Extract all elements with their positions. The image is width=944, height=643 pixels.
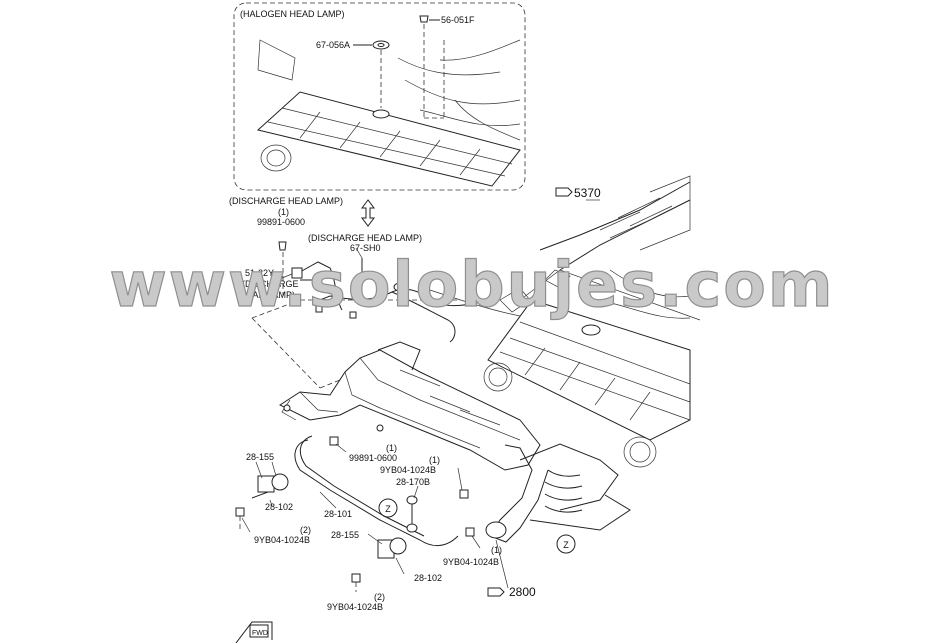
watermark-logo: www.solobujes.com [110,248,835,321]
label-discharge-mid: (DISCHARGE HEAD LAMP) [308,233,422,243]
part-labels: (HALOGEN HEAD LAMP) 56-051F 67-056A (DIS… [229,9,601,612]
fwd-arrow-icon: FWD [235,621,273,643]
callout-z-2: Z [556,534,576,554]
label-99891-mid: 99891-0600 [349,453,397,463]
label-28-101: 28-101 [324,509,352,519]
link-arrow [361,199,375,227]
callout-z-2-label: Z [563,540,569,550]
label-discharge-top: (DISCHARGE HEAD LAMP) [229,196,343,206]
label-discharge-51-b: HEAD LAMP) [240,290,295,300]
label-ref-5370: 5370 [574,186,601,200]
label-99891-top: 99891-0600 [257,217,305,227]
label-qty-b: (1) [491,545,502,555]
fwd-label: FWD [252,630,268,637]
label-qty-a: (1) [429,455,440,465]
label-28-170B: 28-170B [396,477,430,487]
label-ref-2800: 2800 [509,585,536,599]
label-9YB04-a: 9YB04-1024B [380,465,436,475]
front-subframe [278,341,631,543]
inset-title: (HALOGEN HEAD LAMP) [240,9,345,19]
headlamp-harness [251,241,501,389]
label-qty-left: (2) [300,525,311,535]
reference-hand-icon [487,187,573,597]
label-qty-mid: (1) [386,443,397,453]
label-28-155-right: 28-155 [331,530,359,540]
label-51-22Y: 51-22Y [245,268,274,278]
callout-z-1-label: Z [385,504,391,514]
label-9YB04-left: 9YB04-1024B [254,535,310,545]
stabilizer-bar [235,435,475,592]
label-56-051F: 56-051F [441,15,475,25]
label-28-102-left: 28-102 [265,502,293,512]
label-qty-top: (1) [278,207,289,217]
label-qty-bottom: (2) [374,592,385,602]
leader-lines [241,199,600,589]
label-28-155-left: 28-155 [246,452,274,462]
label-67-056A: 67-056A [316,40,350,50]
label-discharge-51-a: (DISCHARGE [242,279,299,289]
label-9YB04-b: 9YB04-1024B [443,557,499,567]
label-67-SH0: 67-SH0 [350,243,381,253]
vehicle-underbody [429,175,701,468]
label-9YB04-bottom: 9YB04-1024B [327,602,383,612]
label-28-102-right: 28-102 [414,573,442,583]
halogen-inset [233,2,526,191]
callout-z-1: Z [378,498,398,518]
